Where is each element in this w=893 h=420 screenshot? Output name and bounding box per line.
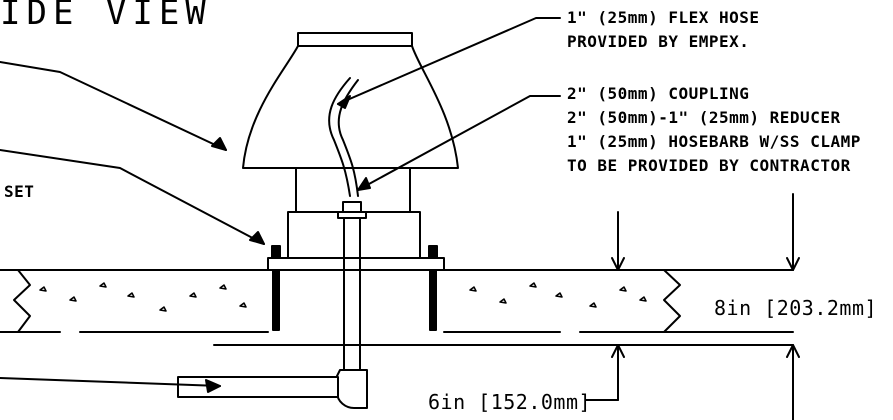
break-line-right [663, 269, 681, 333]
flex-hose [328, 77, 351, 197]
coupling-label-1: 2" (50mm) COUPLING [567, 84, 750, 103]
dim-arrows [611, 257, 800, 358]
fan-housing [242, 45, 459, 169]
coupling-label-3: 1" (25mm) HOSEBARB W/SS CLAMP [567, 132, 861, 151]
flange-plate [267, 257, 445, 271]
slab-dimension: 8in [203.2mm] [714, 296, 878, 320]
leader-pipe [0, 377, 221, 387]
leader-dome [0, 61, 227, 151]
drawing-title: IDE VIEW [0, 0, 212, 33]
set-label: SET [4, 182, 35, 201]
coupling-label-4: TO BE PROVIDED BY CONTRACTOR [567, 156, 851, 175]
mounting-base [287, 211, 421, 260]
drain-pipe-horizontal [177, 376, 339, 398]
right-bolt [428, 245, 438, 331]
leader-coupling [357, 95, 561, 191]
break-line-left [13, 269, 31, 333]
drain-pipe-elbow [336, 369, 368, 409]
flex-hose-label-2: PROVIDED BY EMPEX. [567, 32, 750, 51]
aggregate [39, 282, 647, 312]
leader-set [0, 149, 265, 245]
leader-flex-hose [337, 17, 561, 105]
flex-hose-label-1: 1" (25mm) FLEX HOSE [567, 8, 760, 27]
depth-dimension: 6in [152.0mm] [428, 390, 592, 414]
dim-line-slab [617, 193, 794, 420]
left-bolt [271, 245, 281, 331]
coupling-label-2: 2" (50mm)-1" (25mm) REDUCER [567, 108, 841, 127]
drain-pipe-vertical [343, 217, 361, 379]
fan-lid [297, 32, 413, 47]
